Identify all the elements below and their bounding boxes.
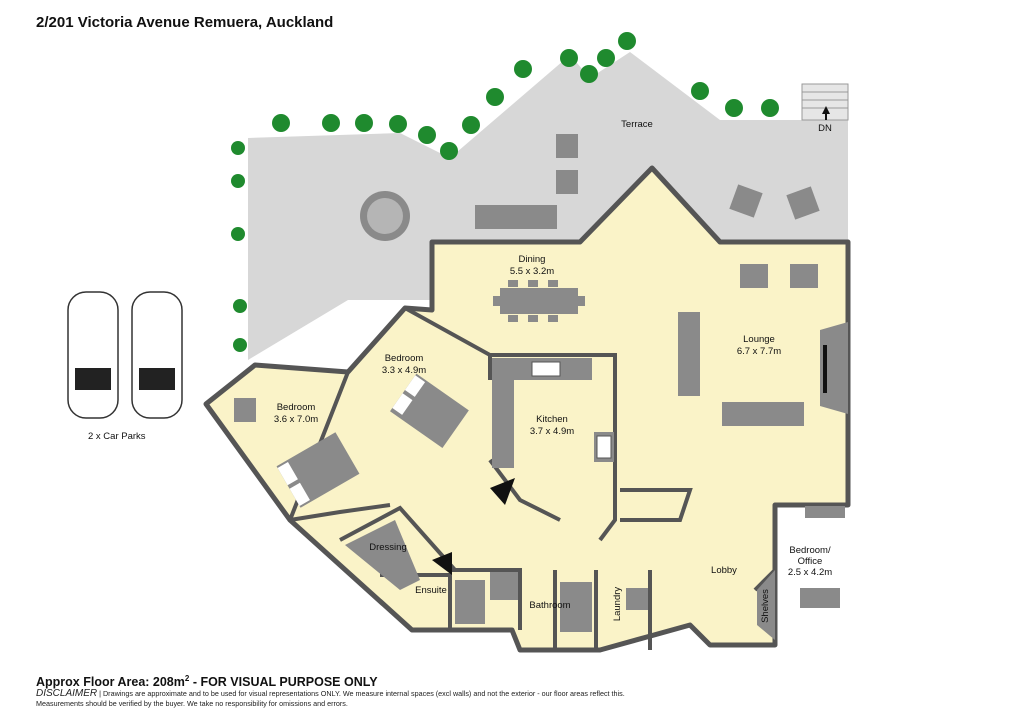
kitchen-dims: 3.7 x 4.9m [530,426,574,437]
area-prefix: Approx Floor Area: 208m [36,675,185,690]
disclaimer-line2: Measurements should be verified by the b… [36,699,348,708]
laundry-name: Laundry [612,587,623,622]
office-dims: 2.5 x 4.2m [788,567,832,578]
arrow-up-icon [822,106,830,114]
column [432,552,452,575]
car-1 [67,291,119,419]
trees [231,32,779,352]
bathroom-name: Bathroom [529,600,570,611]
dressing-wardrobe [345,520,420,590]
column-kitchen [490,478,515,505]
bedroom2-dims: 3.6 x 7.0m [274,414,318,425]
dining-dims: 5.5 x 3.2m [510,266,554,277]
bed-bedroom2 [276,432,360,508]
bathtub [560,582,592,632]
car-2 [131,291,183,419]
lobby-name: Lobby [711,565,737,576]
disclaimer-line1: | Drawings are approximate and to be use… [97,689,625,698]
office-name2: Office [798,556,823,567]
bed-bedroom1 [390,373,469,449]
stairs-label: DN [818,123,832,134]
dining-table [493,280,585,322]
ensuite-name: Ensuite [415,585,447,596]
terrace-armchairs [556,134,820,220]
area-sup: 2 [184,674,190,683]
terrace-stairs [801,83,849,121]
office-desk [800,588,840,608]
address-title: 2/201 Victoria Avenue Remuera, Auckland [36,14,334,31]
outdoor-dining-set [360,191,410,241]
office-name: Bedroom/ [789,545,831,556]
floor-area-line: Approx Floor Area: 208m2 - FOR VISUAL PU… [36,674,378,689]
area-suffix: - FOR VISUAL PURPOSE ONLY [189,675,378,690]
office-wardrobe [805,506,845,518]
disclaimer: DISCLAIMER | Drawings are approximate an… [36,689,676,709]
bedroom2-name: Bedroom [277,402,316,413]
car-parks-label: 2 x Car Parks [88,431,146,442]
shelves-name: Shelves [760,589,771,623]
bedroom1-dims: 3.3 x 4.9m [382,365,426,376]
kitchen-counters [492,358,614,468]
kitchen-name: Kitchen [536,414,568,425]
laundry-tub [626,588,648,610]
armchair-bedroom2 [234,398,256,422]
terrace-label: Terrace [621,119,653,130]
lounge-name: Lounge [743,334,775,345]
lounge-dims: 6.7 x 7.7m [737,346,781,357]
terrace-sofa [475,205,557,229]
shelves-unit [757,570,775,640]
dressing-name: Dressing [369,542,407,553]
lounge-furniture [678,264,848,426]
bathroom-shower [490,572,518,600]
ensuite-shower [455,580,485,624]
disclaimer-heading: DISCLAIMER [36,688,98,699]
dining-name: Dining [519,254,546,265]
bedroom1-name: Bedroom [385,353,424,364]
